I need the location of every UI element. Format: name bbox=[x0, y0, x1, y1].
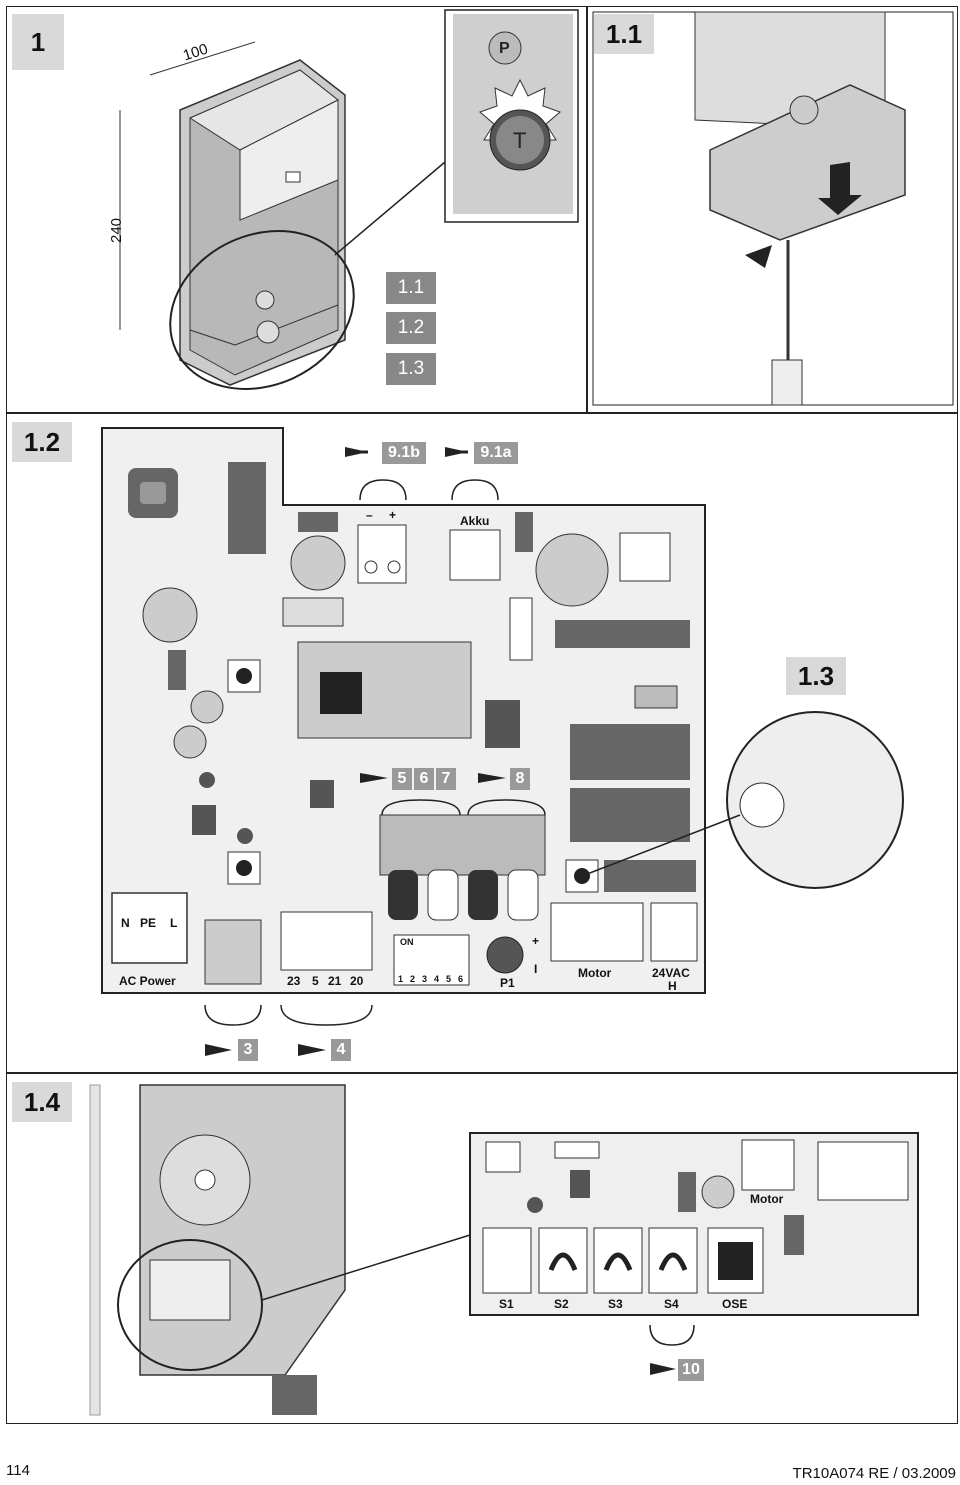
side-motor-label: Motor bbox=[750, 1192, 784, 1206]
ref-8: 8 bbox=[510, 768, 530, 790]
term-23: 23 bbox=[287, 974, 301, 988]
terminal-l: L bbox=[170, 916, 178, 930]
ref-5: 5 bbox=[392, 768, 412, 790]
dip-6: 6 bbox=[458, 974, 464, 984]
term-20: 20 bbox=[350, 974, 364, 988]
dip-1: 1 bbox=[398, 974, 404, 984]
polarity-minus: – bbox=[366, 508, 373, 522]
motor-side-board bbox=[89, 1084, 919, 1416]
callout-1-3: 1.3 bbox=[386, 353, 436, 385]
ac-power-label: AC Power bbox=[119, 974, 176, 988]
socket-s1: S1 bbox=[499, 1297, 514, 1311]
p1-minus: I bbox=[534, 962, 538, 976]
figure-label-1-3: 1.3 bbox=[786, 657, 846, 695]
ref-4: 4 bbox=[331, 1039, 351, 1061]
ref-9-1b: 9.1b bbox=[382, 442, 426, 464]
operator-housing-drawing bbox=[119, 41, 446, 390]
page-frame bbox=[6, 6, 958, 1424]
term-5: 5 bbox=[312, 974, 319, 988]
t-button-label: T bbox=[513, 128, 527, 153]
dip-2: 2 bbox=[410, 974, 416, 984]
ref-3: 3 bbox=[238, 1039, 258, 1061]
divider-2 bbox=[6, 1072, 958, 1074]
dip-5: 5 bbox=[446, 974, 452, 984]
dip-3: 3 bbox=[422, 974, 428, 984]
callout-1-2: 1.2 bbox=[386, 312, 436, 344]
motor-label: Motor bbox=[578, 966, 612, 980]
main-circuit-board bbox=[101, 427, 904, 1056]
document-code: TR10A074 RE / 03.2009 bbox=[792, 1465, 956, 1482]
terminal-pe: PE bbox=[140, 916, 157, 930]
divider-1 bbox=[6, 412, 958, 414]
height-dimension: 240 bbox=[108, 217, 126, 244]
figure-label-1-2: 1.2 bbox=[12, 422, 72, 462]
term-21: 21 bbox=[328, 974, 342, 988]
ref-7: 7 bbox=[436, 768, 456, 790]
socket-s2: S2 bbox=[554, 1297, 569, 1311]
callout-1-1: 1.1 bbox=[386, 272, 436, 304]
figure-label-1-1: 1.1 bbox=[594, 14, 654, 54]
ref-6: 6 bbox=[414, 768, 434, 790]
p1-plus: + bbox=[532, 934, 540, 948]
24vac-label: 24VAC bbox=[652, 966, 690, 980]
p1-label: P1 bbox=[500, 976, 515, 990]
polarity-plus: + bbox=[389, 508, 397, 522]
socket-s3: S3 bbox=[608, 1297, 623, 1311]
page-number: 114 bbox=[6, 1462, 30, 1479]
dip-4: 4 bbox=[434, 974, 440, 984]
socket-ose: OSE bbox=[722, 1297, 748, 1311]
h-label: H bbox=[668, 979, 677, 993]
divider-vertical bbox=[586, 6, 588, 412]
figure-label-1-4: 1.4 bbox=[12, 1082, 72, 1122]
ref-10: 10 bbox=[678, 1359, 704, 1381]
ref-9-1a: 9.1a bbox=[474, 442, 518, 464]
figure-label-1: 1 bbox=[12, 14, 64, 70]
p-button-label: P bbox=[499, 40, 510, 57]
cover-removal-drawing bbox=[592, 11, 954, 406]
akku-label: Akku bbox=[460, 514, 490, 528]
terminal-n: N bbox=[121, 916, 130, 930]
button-zoom-drawing bbox=[444, 9, 579, 223]
socket-s4: S4 bbox=[664, 1297, 679, 1311]
dip-on-label: ON bbox=[400, 937, 414, 947]
